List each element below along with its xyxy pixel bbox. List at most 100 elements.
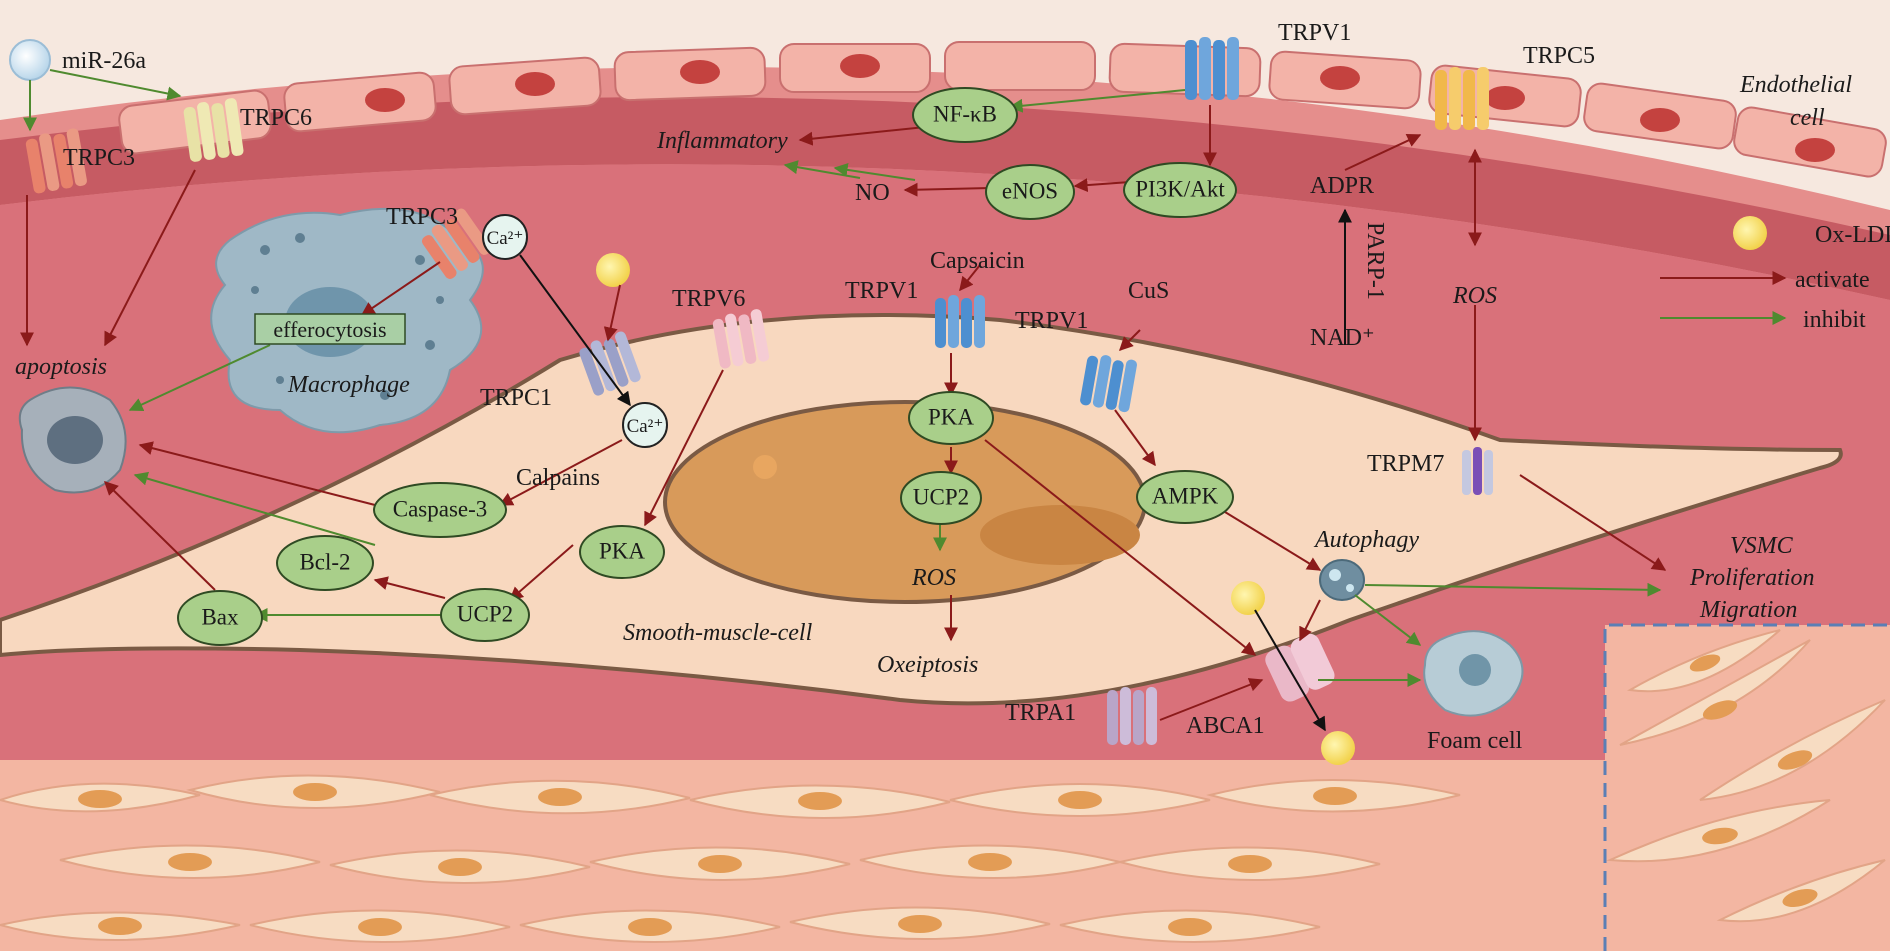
black-arrows bbox=[519, 208, 1352, 732]
autophagy-vesicle-icon bbox=[1319, 559, 1365, 601]
trpv6-channel-icon bbox=[712, 309, 770, 369]
trpc1-label: TRPC1 bbox=[480, 385, 552, 411]
autophagy-label: Autophagy bbox=[1313, 527, 1419, 553]
trpc3-macrophage-label: TRPC3 bbox=[386, 204, 458, 230]
macrophage-label: Macrophage bbox=[287, 372, 410, 398]
foam-cell-label: Foam cell bbox=[1427, 728, 1523, 754]
apoptotic-cell-icon bbox=[18, 386, 127, 494]
pi3k-node bbox=[1123, 162, 1237, 218]
calcium-ion-top bbox=[482, 214, 528, 260]
abca1-transporter-icon bbox=[1265, 633, 1335, 702]
nucleus-highlight bbox=[980, 505, 1140, 565]
nfkb-node bbox=[912, 87, 1018, 143]
trpa1-channel-icon bbox=[1107, 687, 1157, 745]
trpc3-top-label: TRPC3 bbox=[63, 145, 135, 171]
activate-arrows bbox=[20, 105, 1787, 721]
bcl2-node bbox=[276, 535, 374, 591]
trpv1-a-label: TRPV1 bbox=[845, 278, 918, 304]
media-smooth-muscle-cells bbox=[0, 774, 1461, 944]
macrophage-granules bbox=[251, 233, 444, 400]
trpc3-top-channel-icon bbox=[25, 128, 87, 194]
oval-nodes bbox=[177, 87, 1237, 646]
caspase3-node bbox=[373, 482, 507, 538]
endothelial-layer bbox=[0, 97, 1890, 300]
legend-oxldl-label: Ox-LDL bbox=[1815, 222, 1890, 248]
endothelial-cell-row bbox=[118, 41, 1887, 178]
ca-mid-label: Ca²⁺ bbox=[627, 416, 664, 437]
endothelial-label-line1: Endothelial bbox=[1739, 72, 1852, 98]
legend-ox-ldl-icon bbox=[1733, 216, 1767, 250]
trpc5-channel-icon bbox=[1435, 67, 1489, 130]
endothelial-label-line2: cell bbox=[1790, 105, 1825, 131]
caspase3-label: Caspase-3 bbox=[393, 496, 488, 521]
trpv1-top-label: TRPV1 bbox=[1278, 20, 1351, 46]
capsaicin-label: Capsaicin bbox=[930, 248, 1025, 274]
pi3k-label: PI3K/Akt bbox=[1135, 176, 1225, 201]
ros-mid-label: ROS bbox=[911, 565, 956, 591]
trpc3-macrophage-channel-icon bbox=[421, 208, 491, 279]
ox-ldl-particle-icon bbox=[1321, 731, 1355, 765]
trpc6-channel-icon bbox=[183, 98, 244, 162]
nucleolus bbox=[753, 455, 777, 479]
trpv1-top-channel-icon bbox=[1185, 37, 1239, 100]
ampk-label: AMPK bbox=[1152, 483, 1219, 508]
trpm7-label: TRPM7 bbox=[1367, 451, 1444, 477]
vsmc-label-line1: VSMC bbox=[1730, 533, 1794, 559]
ampk-node bbox=[1136, 470, 1234, 524]
bax-node bbox=[177, 590, 263, 646]
endothelial-nuclei bbox=[365, 54, 1835, 162]
trpa1-label: TRPA1 bbox=[1005, 700, 1076, 726]
trpv1-cus-channel-icon bbox=[1080, 355, 1137, 413]
adpr-label: ADPR bbox=[1310, 173, 1374, 199]
calcium-ion-mid bbox=[622, 402, 668, 448]
ucp2-left-label: UCP2 bbox=[457, 601, 513, 626]
pka-mid-label: PKA bbox=[928, 404, 974, 429]
trpm7-channel-icon bbox=[1462, 447, 1493, 495]
vsmc-label-line2: Proliferation bbox=[1689, 565, 1814, 591]
mir26a-particle-icon bbox=[9, 39, 51, 81]
mir26a-label: miR-26a bbox=[62, 48, 146, 74]
ros-right-label: ROS bbox=[1452, 283, 1497, 309]
legend-inhibit-label: inhibit bbox=[1803, 307, 1866, 333]
bcl2-label: Bcl-2 bbox=[299, 549, 350, 574]
ox-ldl-particle-icon bbox=[596, 253, 630, 287]
ucp2-mid-label: UCP2 bbox=[913, 484, 969, 509]
pka-left-label: PKA bbox=[599, 538, 645, 563]
migrating-vsmc-box bbox=[1603, 623, 1890, 951]
inflammatory-label: Inflammatory bbox=[656, 128, 788, 154]
abca1-label: ABCA1 bbox=[1186, 713, 1265, 739]
efferocytosis-label: efferocytosis bbox=[273, 317, 386, 342]
enos-label: eNOS bbox=[1002, 178, 1058, 203]
ox-ldl-particle-icon bbox=[1231, 581, 1265, 615]
vsmc-label-line3: Migration bbox=[1699, 597, 1797, 623]
trpv1-capsaicin-channel-icon bbox=[935, 295, 985, 348]
apoptosis-label: apoptosis bbox=[15, 354, 107, 380]
no-label: NO bbox=[855, 180, 890, 206]
smooth-muscle-cell-label: Smooth-muscle-cell bbox=[623, 620, 813, 646]
cus-label: CuS bbox=[1128, 278, 1169, 304]
media-cell-nuclei bbox=[78, 783, 1357, 936]
ucp2-left-node bbox=[440, 588, 530, 642]
trpv6-label: TRPV6 bbox=[672, 286, 745, 312]
pka-left-node bbox=[579, 525, 665, 579]
nfkb-label: NF-κB bbox=[933, 101, 997, 126]
ucp2-mid-node bbox=[900, 471, 982, 525]
calpains-label: Calpains bbox=[516, 465, 600, 491]
pka-mid-node bbox=[908, 391, 994, 445]
legend-activate-label: activate bbox=[1795, 267, 1870, 293]
trpc6-label: TRPC6 bbox=[240, 105, 312, 131]
trpc5-label: TRPC5 bbox=[1523, 43, 1595, 69]
enos-node bbox=[985, 164, 1075, 220]
legend: Ox-LDL activate inhibit bbox=[1795, 222, 1890, 333]
oxeiptosis-label: Oxeiptosis bbox=[877, 652, 978, 678]
ca-top-label: Ca²⁺ bbox=[487, 228, 524, 249]
parp1-label: PARP-1 bbox=[1362, 222, 1388, 300]
trpv1-b-label: TRPV1 bbox=[1015, 308, 1088, 334]
nad-label: NAD⁺ bbox=[1310, 325, 1375, 351]
bax-label: Bax bbox=[201, 604, 239, 629]
foam-cell-icon bbox=[1423, 630, 1524, 717]
efferocytosis-box bbox=[254, 313, 406, 345]
inhibit-arrows bbox=[23, 69, 1787, 687]
